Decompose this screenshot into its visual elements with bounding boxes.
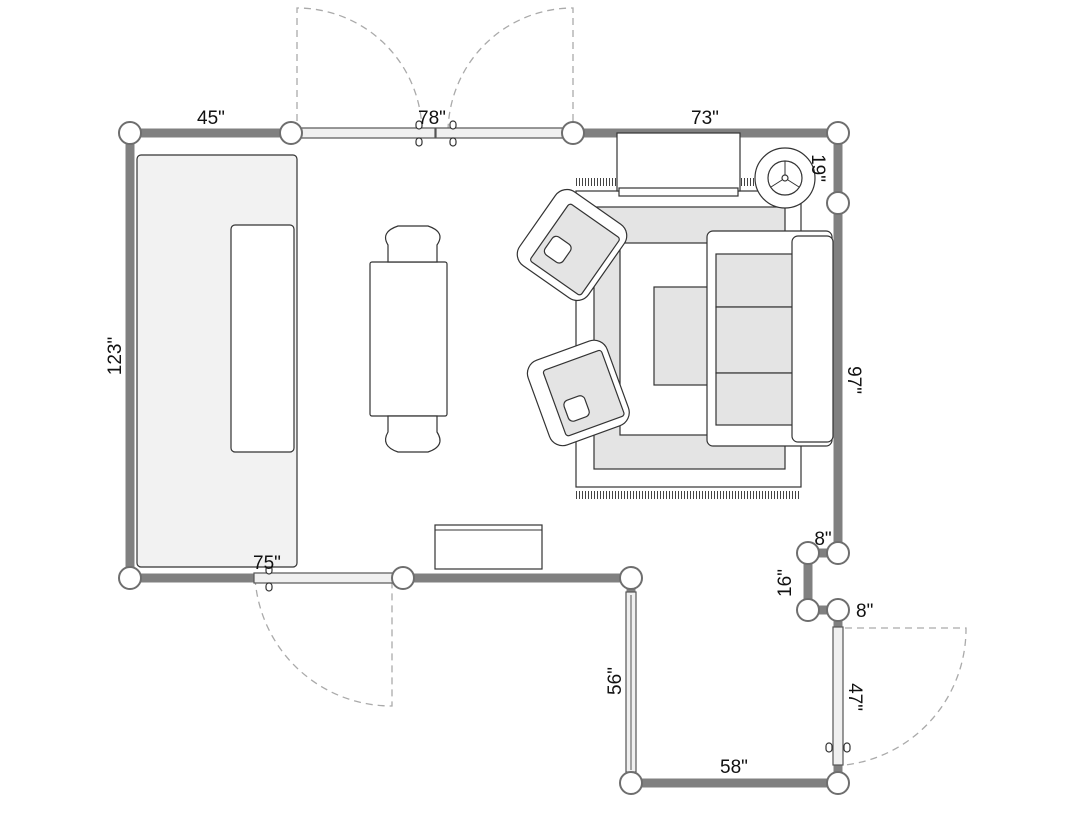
- lower-left-window: [625, 591, 637, 773]
- armchair-top[interactable]: [512, 184, 632, 306]
- dimension-labels: 45" 78" 73" 19" 123" 97" 75" 8" 16" 8" 5…: [105, 108, 873, 778]
- dim-bottom-door: 75": [253, 553, 281, 574]
- dim-jog-bottom: 8": [856, 601, 873, 622]
- dim-jog-top: 8": [814, 529, 831, 550]
- wall-nodes[interactable]: [118, 121, 850, 795]
- dim-lower-bottom: 58": [720, 757, 748, 778]
- dim-lower-left: 56": [605, 667, 626, 695]
- dining-table[interactable]: [369, 225, 448, 453]
- dim-top-right: 73": [691, 108, 719, 129]
- armchair-bottom[interactable]: [523, 336, 633, 449]
- sectional-sofa[interactable]: [136, 154, 298, 568]
- dim-jog-side: 16": [775, 569, 796, 597]
- dim-lower-right: 47": [844, 683, 865, 711]
- bench[interactable]: [434, 524, 543, 570]
- side-table-round[interactable]: [754, 147, 816, 209]
- dim-top-left: 45": [197, 108, 225, 129]
- dim-left: 123": [105, 337, 126, 375]
- sofa-three-seat[interactable]: [706, 230, 834, 447]
- lower-right-door[interactable]: [825, 626, 851, 766]
- top-double-door[interactable]: [295, 120, 576, 147]
- dim-right: 97": [843, 366, 864, 394]
- dim-top-door: 78": [418, 108, 446, 129]
- tv-console[interactable]: [616, 132, 741, 197]
- dim-right-small: 19": [807, 154, 828, 182]
- door-swings: [254, 7, 967, 766]
